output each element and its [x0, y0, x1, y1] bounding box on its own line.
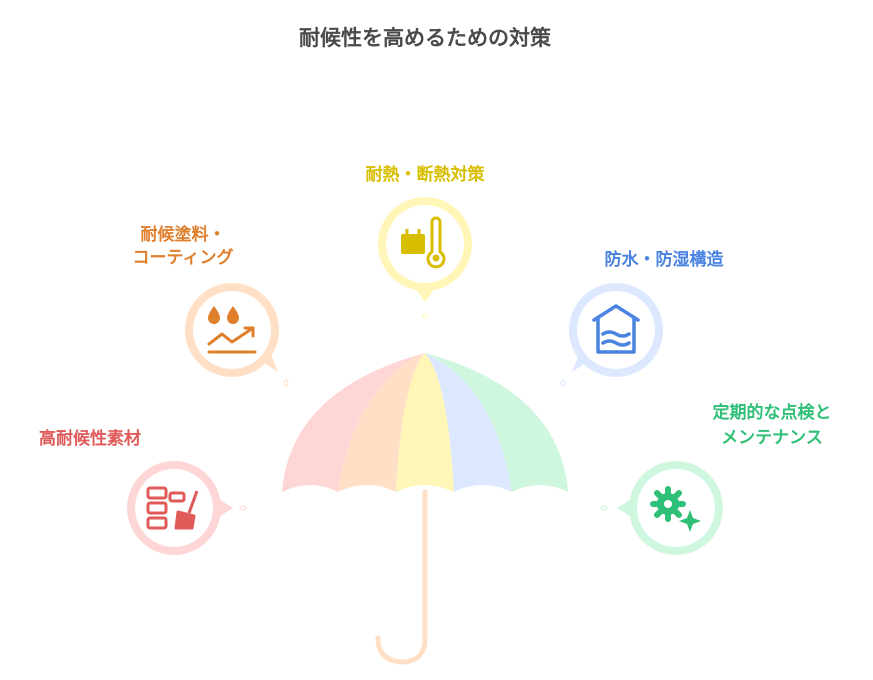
label-maintenance-line2: メンテナンス: [721, 428, 823, 448]
umbrella-handle: [375, 489, 428, 665]
umbrella-panel-4: [425, 353, 512, 492]
water-drops-trend-icon: [207, 306, 257, 354]
label-materials: 高耐候性素材: [39, 428, 141, 449]
gear-sparkle-icon: [650, 486, 701, 532]
label-coating-line1: 耐候塗料・: [141, 224, 226, 245]
bubble-coating: [185, 283, 279, 377]
label-waterproof: 防水・防湿構造: [605, 249, 725, 270]
bubble-waterproof: [569, 283, 663, 377]
label-heat: 耐熱・断熱対策: [366, 164, 486, 185]
bubble-heat: [378, 197, 472, 302]
bubble-materials: [127, 461, 233, 555]
connector-dots: [239, 313, 608, 511]
umbrella-panel-1: [282, 353, 425, 492]
label-maintenance-line1: 定期的な点検と: [713, 402, 832, 423]
umbrella-panel-3: [396, 353, 454, 492]
umbrella-canopy: [282, 353, 568, 492]
diagram-title: 耐候性を高めるための対策: [299, 26, 552, 50]
label-coating-line2: コーティング: [133, 247, 234, 268]
materials-icon: [146, 486, 199, 530]
umbrella-panel-5: [425, 353, 568, 492]
bubble-maintenance: [617, 461, 723, 555]
umbrella-panel-2: [338, 353, 425, 492]
thermometer-icon: [401, 216, 446, 269]
house-water-icon: [592, 304, 640, 354]
